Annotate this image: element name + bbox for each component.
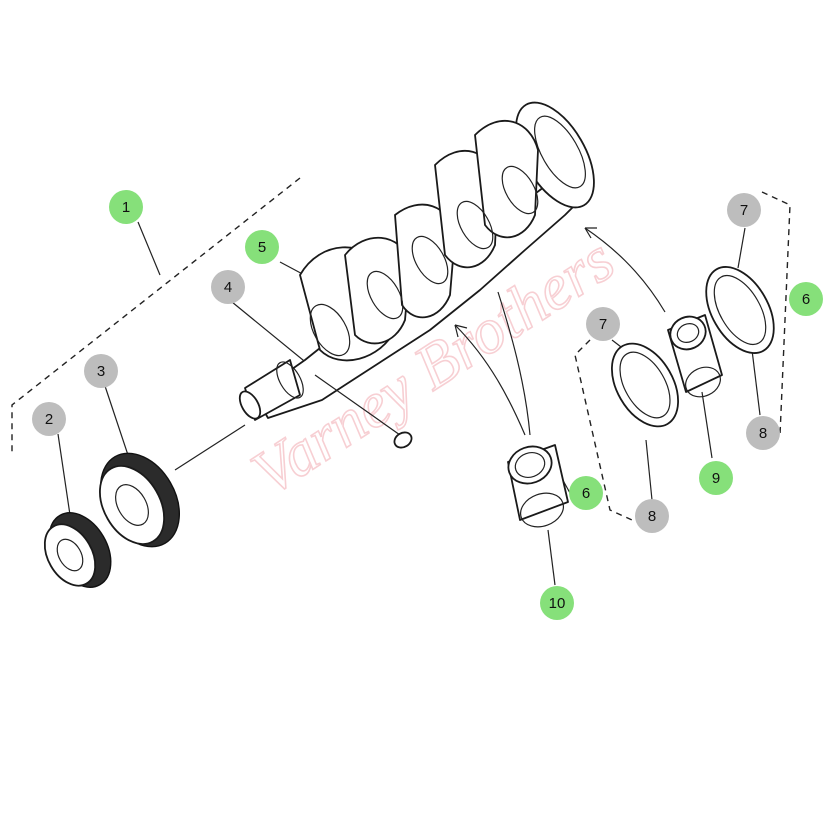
callout-8-middle: 8 [635,499,669,533]
callout-badges: 1 2 3 4 5 6 6 7 [32,190,823,620]
group-bracket-6-middle [574,339,633,521]
main-bearing-10 [507,444,569,528]
svg-text:4: 4 [224,279,232,296]
svg-text:7: 7 [740,202,748,219]
callout-4: 4 [211,270,245,304]
callout-8-right: 8 [746,416,780,450]
callout-6-right: 6 [789,282,823,316]
key-pin [314,374,413,449]
svg-text:3: 3 [97,363,105,380]
callout-7-right: 7 [727,193,761,227]
svg-text:8: 8 [648,508,656,525]
thrust-washer-middle [611,342,679,428]
thrust-washer-right [705,266,775,354]
crankshaft [238,101,595,421]
callout-3: 3 [84,354,118,388]
thrust-bearing-9 [667,314,723,398]
timing-gear [99,424,246,548]
svg-text:9: 9 [712,470,720,487]
callout-6-middle: 6 [569,476,603,510]
callout-9: 9 [699,461,733,495]
callout-1: 1 [109,190,143,224]
callout-10: 10 [540,586,574,620]
svg-text:8: 8 [759,425,767,442]
svg-text:10: 10 [549,595,566,612]
group-bracket-1 [11,177,301,455]
callout-7-middle: 7 [586,307,620,341]
svg-text:1: 1 [122,199,130,216]
svg-text:2: 2 [45,411,53,428]
svg-text:6: 6 [802,291,810,308]
svg-text:6: 6 [582,485,590,502]
leader-lines [57,221,761,586]
callout-2: 2 [32,402,66,436]
svg-text:7: 7 [599,316,607,333]
callout-5: 5 [245,230,279,264]
small-gear [43,512,112,588]
svg-text:5: 5 [258,239,266,256]
